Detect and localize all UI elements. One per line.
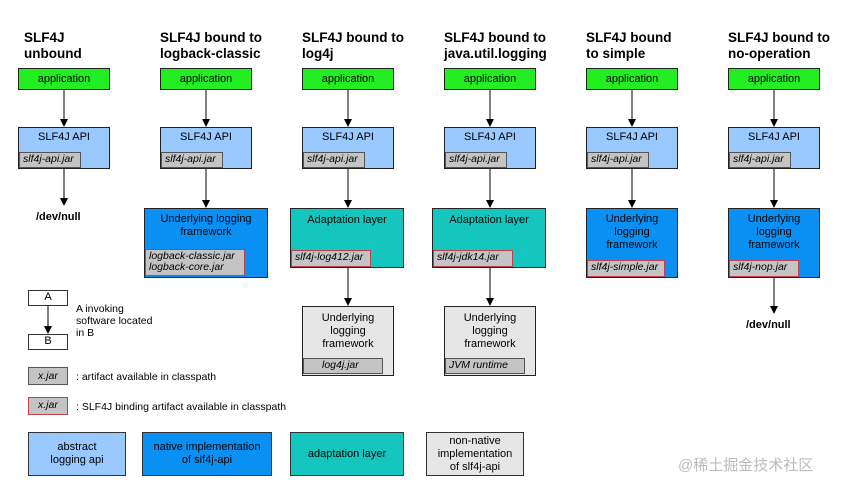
slf4j-api-jar: slf4j-api.jar xyxy=(445,152,507,168)
legend-jar-text: : artifact available in classpath xyxy=(76,371,217,383)
application-box: application xyxy=(302,68,394,90)
legend-native-impl: native implementation of slf4j-api xyxy=(142,432,272,476)
legend-abstract-api: abstract logging api xyxy=(28,432,126,476)
column-title-jul: SLF4J bound to java.util.logging xyxy=(444,30,547,61)
framework-jar: slf4j-nop.jar xyxy=(729,260,799,277)
watermark-text: @稀土掘金技术社区 xyxy=(678,457,814,474)
application-box: application xyxy=(160,68,252,90)
column-title-unbound: SLF4J unbound xyxy=(24,30,82,61)
column-title-logback: SLF4J bound to logback-classic xyxy=(160,30,262,61)
application-box: application xyxy=(18,68,110,90)
slf4j-api-jar: slf4j-api.jar xyxy=(303,152,365,168)
dev-null-label: /dev/null xyxy=(36,211,81,223)
legend-invoke-text: A invoking software located in B xyxy=(76,303,153,339)
application-box: application xyxy=(444,68,536,90)
adaptation-jar: slf4j-jdk14.jar xyxy=(433,250,513,267)
logback-jars: logback-classic.jar logback-core.jar xyxy=(145,249,245,276)
application-box: application xyxy=(728,68,820,90)
legend-adaptation-layer: adaptation layer xyxy=(290,432,404,476)
slf4j-api-jar: slf4j-api.jar xyxy=(587,152,649,168)
legend-jar-sample: x.jar xyxy=(28,367,68,385)
adaptation-jar: slf4j-log412.jar xyxy=(291,250,371,267)
legend-binding-sample: x.jar xyxy=(28,397,68,415)
slf4j-api-jar: slf4j-api.jar xyxy=(729,152,791,168)
legend-binding-text: : SLF4J binding artifact available in cl… xyxy=(76,401,287,413)
legend-nonnative-impl: non-native implementation of slf4j-api xyxy=(426,432,524,476)
slf4j-api-jar: slf4j-api.jar xyxy=(161,152,223,168)
slf4j-api-jar: slf4j-api.jar xyxy=(19,152,81,168)
framework-jar: slf4j-simple.jar xyxy=(587,260,665,277)
column-title-simple: SLF4J bound to simple xyxy=(586,30,672,61)
framework-jar: JVM runtime xyxy=(445,358,525,374)
framework-jar: log4j.jar xyxy=(303,358,383,374)
legend-box-a: A xyxy=(28,290,68,306)
dev-null-label: /dev/null xyxy=(746,319,791,331)
column-title-nop: SLF4J bound to no-operation xyxy=(728,30,830,61)
legend-box-b: B xyxy=(28,334,68,350)
application-box: application xyxy=(586,68,678,90)
column-title-log4j: SLF4J bound to log4j xyxy=(302,30,404,61)
